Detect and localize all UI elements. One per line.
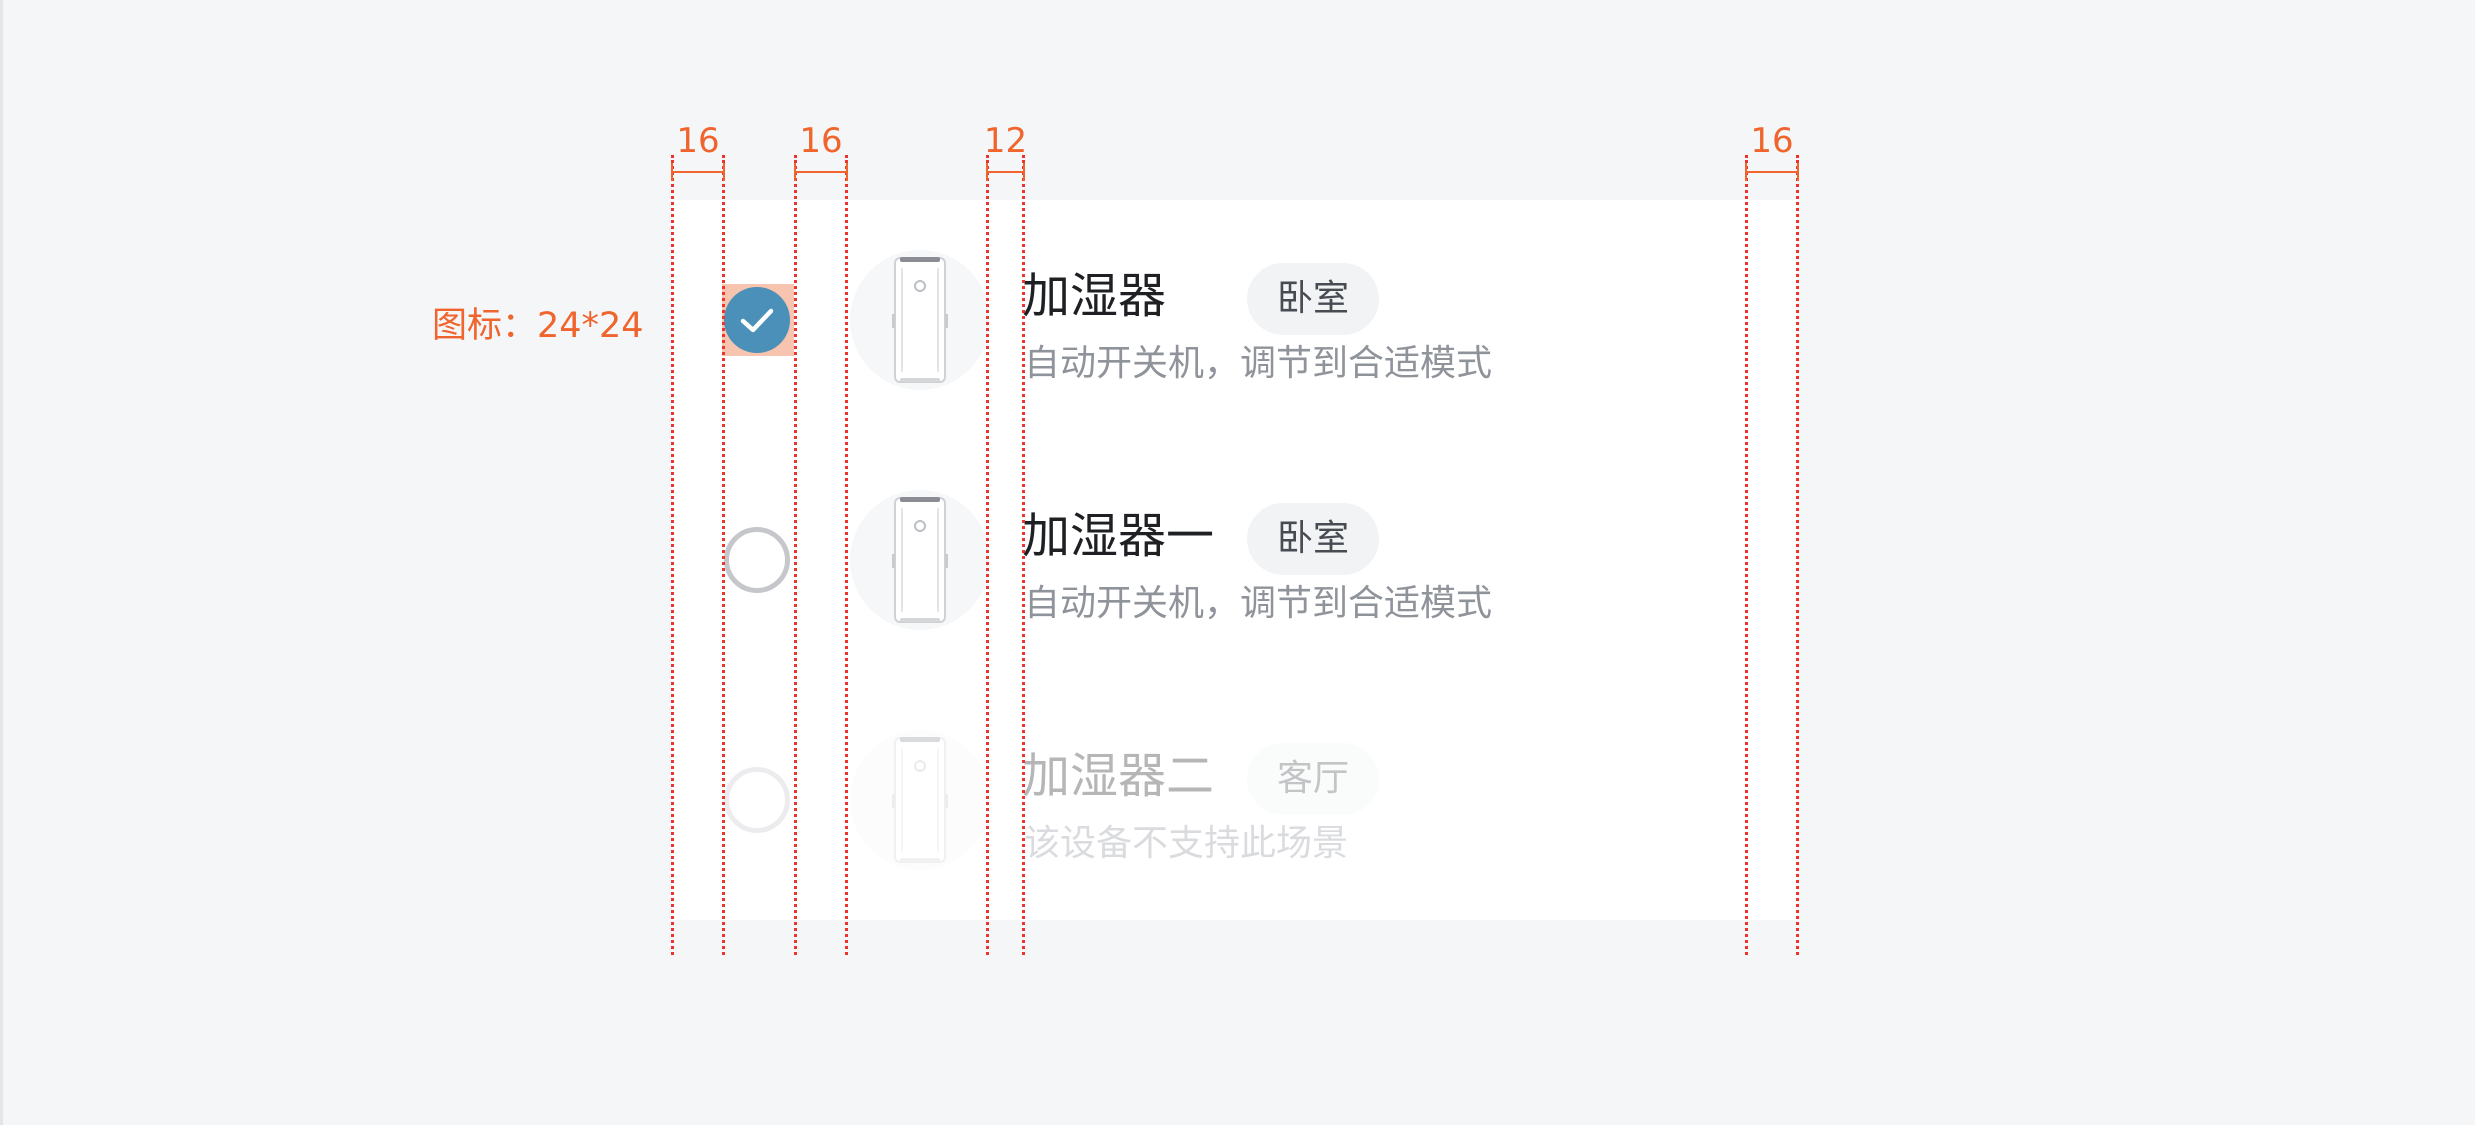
room-tag: 客厅: [1247, 743, 1379, 815]
humidifier-icon: [850, 730, 990, 870]
humidifier-icon: [850, 490, 990, 630]
room-tag: 卧室: [1247, 263, 1379, 335]
icon-size-note: 图标：24*24: [432, 306, 644, 346]
guide-line: [794, 155, 797, 955]
dimension-bracket: [671, 163, 725, 181]
dimension-label: 12: [983, 121, 1028, 161]
dimension-bracket: [794, 163, 848, 181]
room-tag: 卧室: [1247, 503, 1379, 575]
dimension-label: 16: [799, 121, 843, 161]
left-edge-divider: [0, 0, 3, 1125]
guide-line: [1796, 155, 1799, 955]
humidifier-icon: [850, 250, 990, 390]
guide-line: [722, 155, 725, 955]
device-row-3-disabled: 加湿器二 客厅 该设备不支持此场景: [672, 720, 1797, 880]
device-row-1[interactable]: 加湿器 卧室 自动开关机，调节到合适模式: [672, 240, 1797, 400]
device-description: 该设备不支持此场景: [1024, 823, 1349, 864]
guide-line: [671, 155, 674, 955]
check-circle-icon[interactable]: [724, 287, 790, 353]
device-description: 自动开关机，调节到合适模式: [1024, 343, 1493, 384]
device-description: 自动开关机，调节到合适模式: [1024, 583, 1493, 624]
dimension-bracket: [1745, 163, 1799, 181]
guide-line: [1022, 155, 1025, 955]
guide-line: [1745, 155, 1748, 955]
device-name: 加湿器: [1022, 268, 1167, 324]
guide-line: [845, 155, 848, 955]
dimension-label: 16: [1750, 121, 1794, 161]
radio-empty-icon[interactable]: [724, 527, 790, 593]
device-name: 加湿器二: [1022, 748, 1215, 804]
radio-empty-icon: [724, 767, 790, 833]
device-row-2[interactable]: 加湿器一 卧室 自动开关机，调节到合适模式: [672, 480, 1797, 640]
device-name: 加湿器一: [1022, 508, 1215, 564]
dimension-bracket: [986, 163, 1025, 181]
guide-line: [986, 155, 989, 955]
dimension-label: 16: [676, 121, 720, 161]
